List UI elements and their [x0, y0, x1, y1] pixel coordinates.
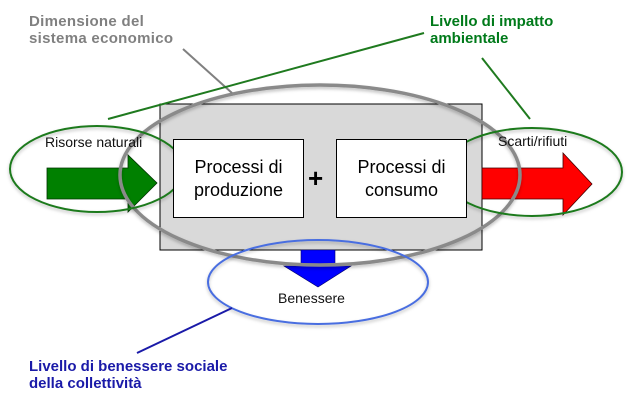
environmental-impact-line-2: ambientale: [430, 30, 509, 48]
production-line-1: Processi di: [194, 157, 283, 177]
natural-resources-arrow: [46, 154, 158, 213]
economic-dimension-line-2: sistema economico: [29, 30, 174, 48]
waste-arrow: [481, 151, 593, 217]
social-welfare-line-2: della collettività: [29, 375, 142, 393]
welfare-label: Benessere: [278, 290, 345, 306]
consumption-line-1: Processi di: [357, 157, 446, 177]
economic-dimension-line-1: Dimensione del: [29, 13, 145, 30]
welfare-ellipse: [207, 239, 429, 325]
welfare-leader-line: [136, 307, 233, 354]
production-line-2: produzione: [193, 179, 284, 200]
welfare-arrow: [282, 249, 353, 288]
production-process-box: Processi di produzione: [173, 139, 304, 218]
natural-resources-label: Risorse naturali: [45, 134, 143, 150]
consumption-process-box: Processi di consumo: [336, 139, 467, 218]
social-welfare-line-1: Livello di benessere sociale: [29, 358, 228, 375]
plus-operator: +: [308, 163, 324, 193]
consumption-line-2: consumo: [364, 179, 439, 200]
economic-leader-line: [182, 48, 233, 94]
social-welfare-label: Livello di benessere sociale della colle…: [29, 358, 227, 393]
environmental-impact-label: Livello di impatto ambientale: [430, 13, 553, 48]
environment-leader-line-left: [107, 32, 425, 120]
economic-dimension-label: Dimensione del sistema economico: [29, 13, 173, 48]
environmental-impact-line-1: Livello di impatto: [430, 13, 554, 30]
waste-label: Scarti/rifiuti: [498, 133, 568, 149]
economic-dimension-ellipse: [118, 83, 522, 267]
environment-leader-line-right: [481, 57, 531, 120]
